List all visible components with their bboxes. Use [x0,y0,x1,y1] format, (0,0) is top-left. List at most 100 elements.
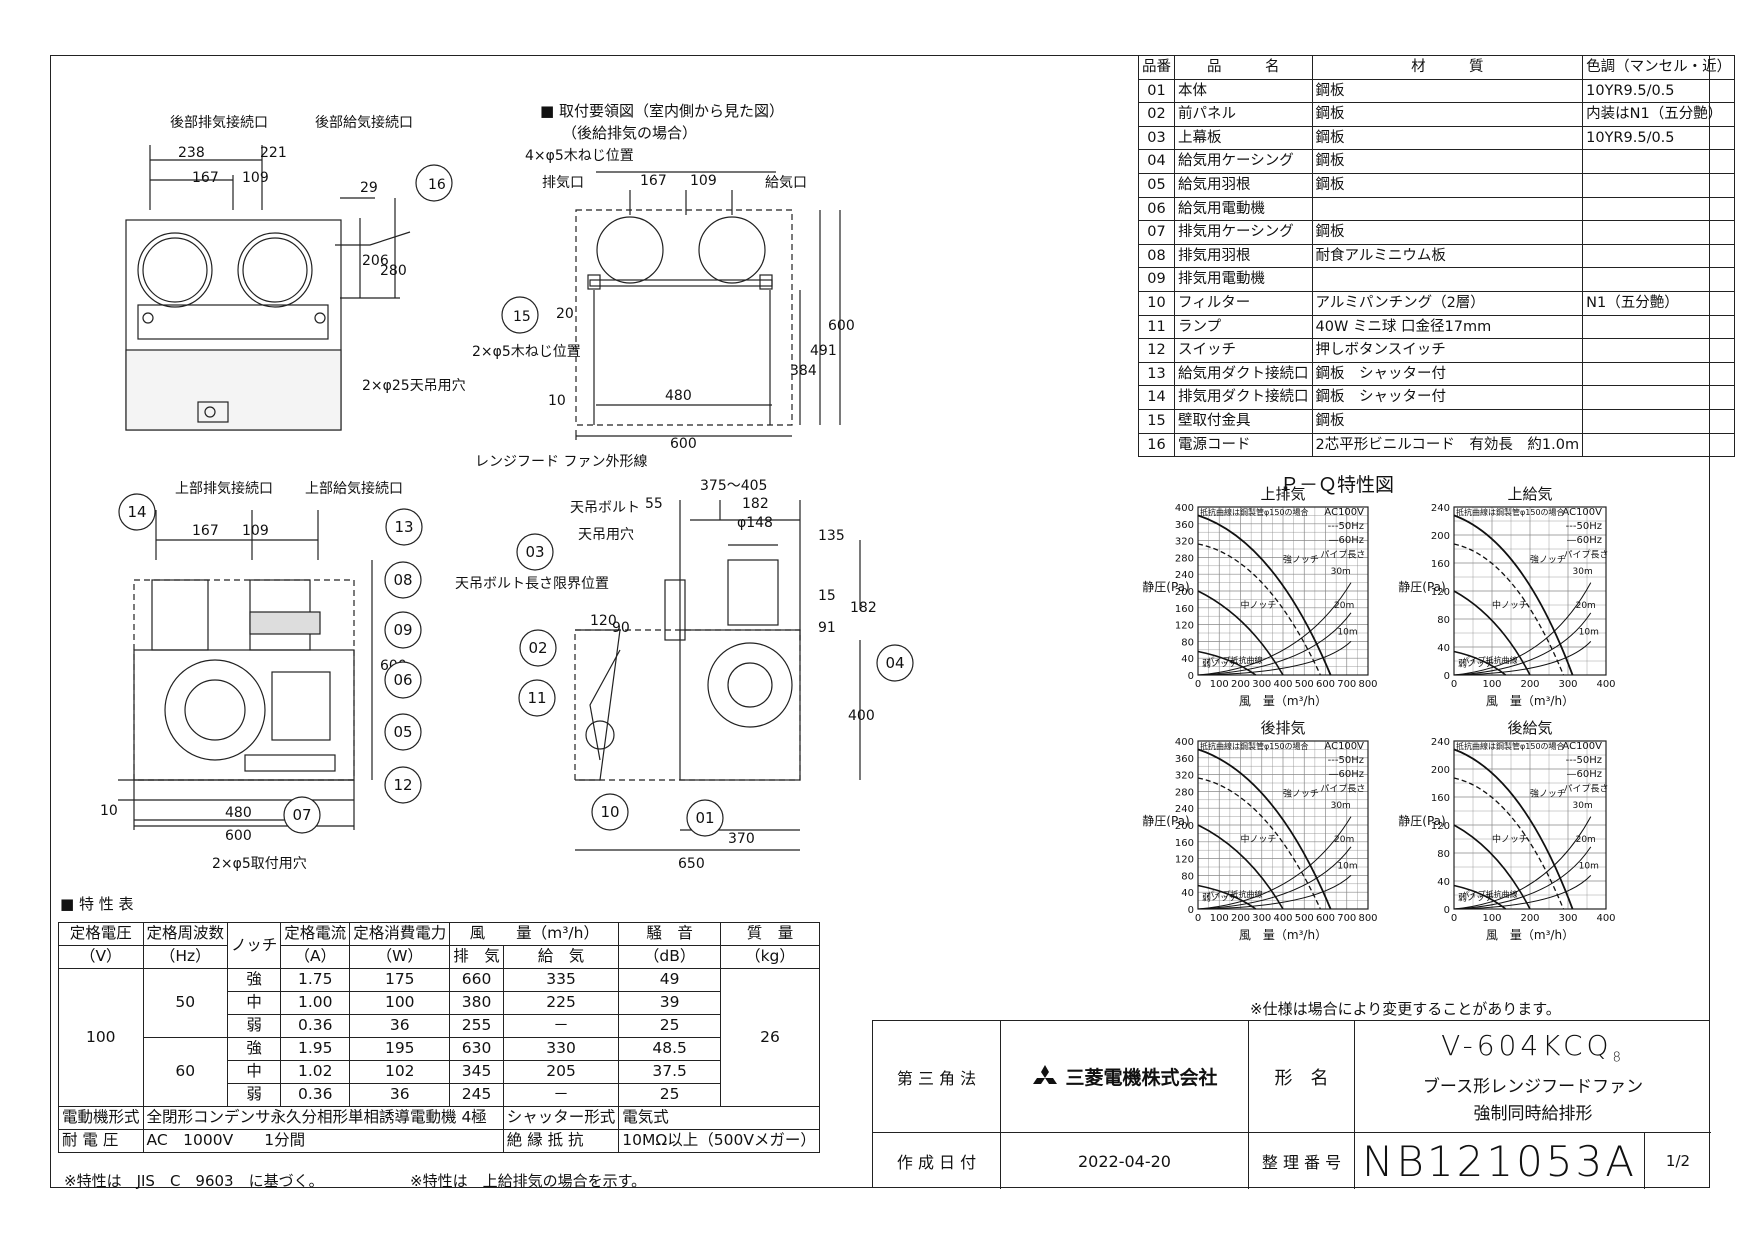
spec-noise: 48.5 [618,1037,722,1061]
title-block: 第 三 角 法 三菱電機株式会社 形 名 V-604KCQ8 ブース形レンジフー… [872,1020,1711,1189]
dim-182: 182 [742,496,769,512]
spec-notch: 強 [227,968,282,992]
parts-cell-material: 押しボタンスイッチ [1311,338,1584,363]
pq-res-curve-30 [1453,816,1592,910]
dim-600: 600 [828,318,855,334]
pq-60hz: —60Hz [1567,535,1603,546]
parts-cell-material: 鋼板 [1311,102,1584,127]
dim-600b: 600 [670,436,697,452]
pq-y-tick: 80 [1181,637,1194,648]
pq-fan-curve-strong-50 [1197,777,1321,910]
pq-y-tick: 240 [1431,737,1450,748]
pq-y-tick: 120 [1431,821,1450,832]
parts-cell-name: 排気用ケーシング [1174,220,1313,245]
label-screw2: 2×φ5木ねじ位置 [472,344,581,360]
pq-title: 後排気 [1260,719,1305,737]
dim-182b: 182 [850,600,877,616]
pq-label-pipe-curve: パイプ抵抗曲線 [1207,655,1263,665]
pq-res-curve-10 [1453,641,1592,676]
section-mounting: ■ 取付要領図（室内側から見た図） [540,102,784,120]
pq-x-tick: 600 [1316,679,1335,690]
parts-cell-material: 鋼板 [1311,408,1584,434]
pq-y-tick: 240 [1175,570,1194,581]
spec-power: 102 [349,1060,451,1084]
spec-exhaust: 660 [449,968,504,992]
pq-res-curve-10 [1453,875,1592,910]
pq-label-10m: 10m [1337,628,1357,638]
spec-current: 0.36 [280,1014,351,1038]
pq-y-tick: 80 [1437,615,1450,626]
pq-res-curve-20 [1453,612,1592,676]
callout-16: 16 [428,177,446,193]
callout-07: 07 [292,806,311,824]
spec-notch: 強 [227,1037,282,1061]
label-screw4: 4×φ5木ねじ位置 [525,148,634,164]
spec-current: 1.75 [280,968,351,992]
model-label: 形 名 [1249,1021,1355,1133]
pq-x-tick: 400 [1596,913,1615,924]
label-supply-port: 給気口 [765,175,807,191]
pq-x-tick: 200 [1520,913,1539,924]
pq-y-tick: 360 [1175,520,1194,531]
spec-h-airflow: 風 量（m³/h） [449,922,620,946]
parts-cell-material [1311,267,1584,292]
pq-res-curve-30 [1197,582,1352,676]
spec-h-current: 定格電流 [280,922,351,946]
dim-375: 375～405 [700,478,767,494]
spec-noise: 39 [618,991,722,1015]
pq-ac: AC100V [1562,507,1602,518]
pq-xlabel: 風 量（m³/h） [1486,694,1574,708]
parts-cell-color: 内装はN1（五分艶） [1582,102,1736,127]
pq-label-30m: 30m [1331,567,1351,577]
pq-y-tick: 200 [1175,587,1194,598]
pq-title: 後給気 [1507,719,1552,737]
dim-206: 206 [362,253,389,269]
pq-y-tick: 200 [1431,531,1450,542]
pq-res-curve-30 [1197,816,1352,910]
parts-cell-no: 04 [1138,149,1175,174]
spec-shutter-value: 電気式 [618,1106,820,1130]
dim-600d: 600 [225,828,252,844]
dim-20: 20 [556,306,574,322]
callout-08: 08 [393,571,412,589]
pq-label-weak: 弱ノッチ [1458,659,1494,670]
parts-cell-material: アルミパンチング（2層） [1311,290,1584,316]
pq-y-tick: 360 [1175,754,1194,765]
company-name: 三菱電機株式会社 [1065,1067,1218,1089]
pq-y-tick: 280 [1175,553,1194,564]
pq-title: 上給気 [1507,485,1552,503]
pq-label-10m: 10m [1579,628,1599,638]
spec-h-freq: 定格周波数 [142,922,229,946]
pq-x-tick: 200 [1231,913,1250,924]
pq-x-tick: 0 [1195,913,1201,924]
label-bolt-limit: 天吊ボルト長さ限界位置 [455,576,609,592]
pq-xlabel: 風 量（m³/h） [1486,928,1574,942]
parts-cell-name: 上幕板 [1174,125,1313,151]
model-number: V-604KCQ8 [1441,1029,1625,1066]
drawing-frame [50,55,1710,1188]
pq-ylabel: 静圧(Pa) [1398,580,1445,594]
parts-cell-color: 10YR9.5/0.5 [1582,78,1736,104]
callout-02: 02 [528,639,547,657]
parts-cell-material: 40W ミニ球 口金径17mm [1311,314,1584,340]
spec-note-1: ※特性は JIS C 9603 に基づく。 [64,1172,324,1190]
parts-cell-no: 09 [1138,267,1175,292]
parts-cell-name: ランプ [1174,314,1313,340]
pq-label-10m: 10m [1337,862,1357,872]
spec-supply: 330 [502,1037,620,1061]
pq-label-20m: 20m [1334,835,1354,845]
parts-cell-material: 耐食アルミニウム板 [1311,243,1584,269]
parts-cell-no: 03 [1138,125,1175,151]
pq-x-tick: 0 [1451,679,1457,690]
pq-60hz: —60Hz [1567,769,1603,780]
pq-fan-curve-strong [1453,514,1574,676]
spec-change-notice: ※仕様は場合により変更することがあります。 [1250,1000,1561,1018]
pq-x-tick: 400 [1273,679,1292,690]
pq-y-tick: 160 [1175,604,1194,615]
dim-91: 91 [818,620,836,636]
